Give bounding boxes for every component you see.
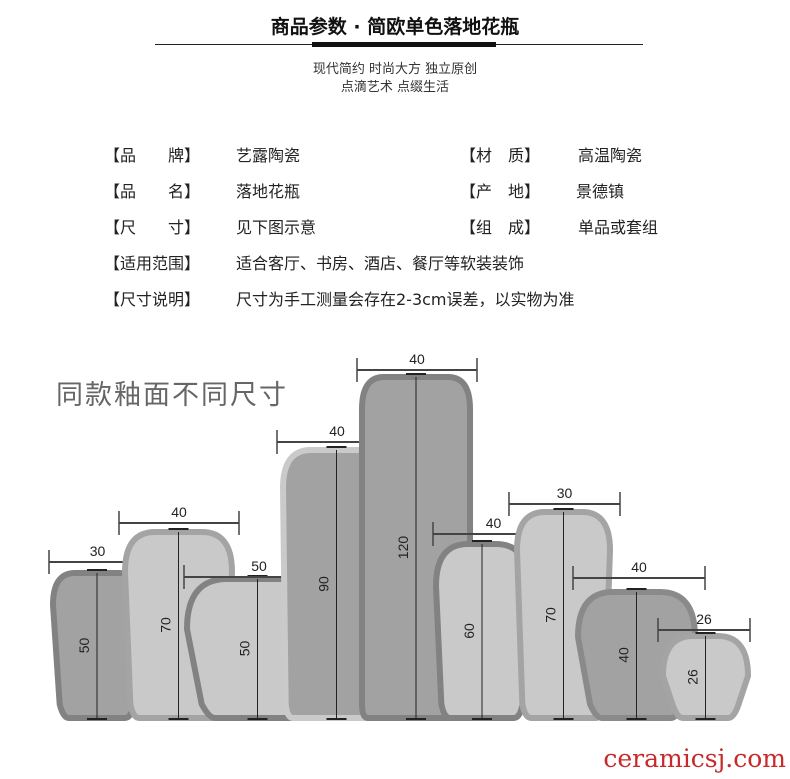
spec-value-usage: 适合客厅、书房、酒店、餐厅等软装装饰 [236, 254, 525, 273]
width-label: 40 [409, 351, 425, 367]
spec-value-origin: 景德镇 [576, 182, 625, 201]
spec-label-composition: 【组 成】 [460, 218, 541, 237]
spec-value-name: 落地花瓶 [236, 182, 301, 201]
width-label: 30 [90, 543, 106, 559]
spec-label-name: 【品 名】 [104, 182, 201, 201]
width-label: 26 [696, 611, 712, 627]
spec-label-size-note: 【尺寸说明】 [104, 290, 201, 309]
width-label: 30 [557, 485, 573, 501]
width-label: 40 [329, 423, 345, 439]
spec-value-size: 见下图示意 [236, 218, 317, 237]
spec-value-size-note: 尺寸为手工测量会存在2-3cm误差，以实物为准 [236, 290, 575, 309]
width-label: 40 [631, 559, 647, 575]
height-label: 70 [543, 607, 559, 623]
height-label: 90 [316, 576, 332, 592]
height-label: 50 [76, 638, 92, 654]
spec-value-composition: 单品或套组 [578, 218, 659, 237]
spec-label-usage: 【适用范围】 [104, 254, 201, 273]
spec-label-brand: 【品 牌】 [104, 146, 201, 165]
spec-value-material: 高温陶瓷 [578, 146, 643, 165]
height-label: 40 [616, 647, 632, 663]
tagline-2: 点滴艺术 点缀生活 [340, 80, 450, 95]
spec-label-origin: 【产 地】 [460, 182, 541, 201]
width-label: 40 [171, 504, 187, 520]
height-label: 120 [395, 536, 411, 560]
diagram-heading: 同款釉面不同尺寸 [56, 380, 288, 411]
page-title: 商品参数 · 简欧单色落地花瓶 [270, 16, 520, 38]
watermark: ceramicsj.com [603, 744, 786, 773]
width-label: 50 [251, 558, 267, 574]
height-label: 50 [237, 641, 253, 657]
height-label: 60 [461, 623, 477, 639]
title-divider-accent [312, 42, 496, 47]
height-label: 70 [158, 617, 174, 633]
tagline-1: 现代简约 时尚大方 独立原创 [312, 62, 478, 77]
width-label: 40 [486, 515, 502, 531]
spec-label-size: 【尺 寸】 [104, 218, 201, 237]
height-label: 26 [685, 669, 701, 685]
spec-value-brand: 艺露陶瓷 [236, 146, 301, 165]
spec-label-material: 【材 质】 [460, 146, 541, 165]
